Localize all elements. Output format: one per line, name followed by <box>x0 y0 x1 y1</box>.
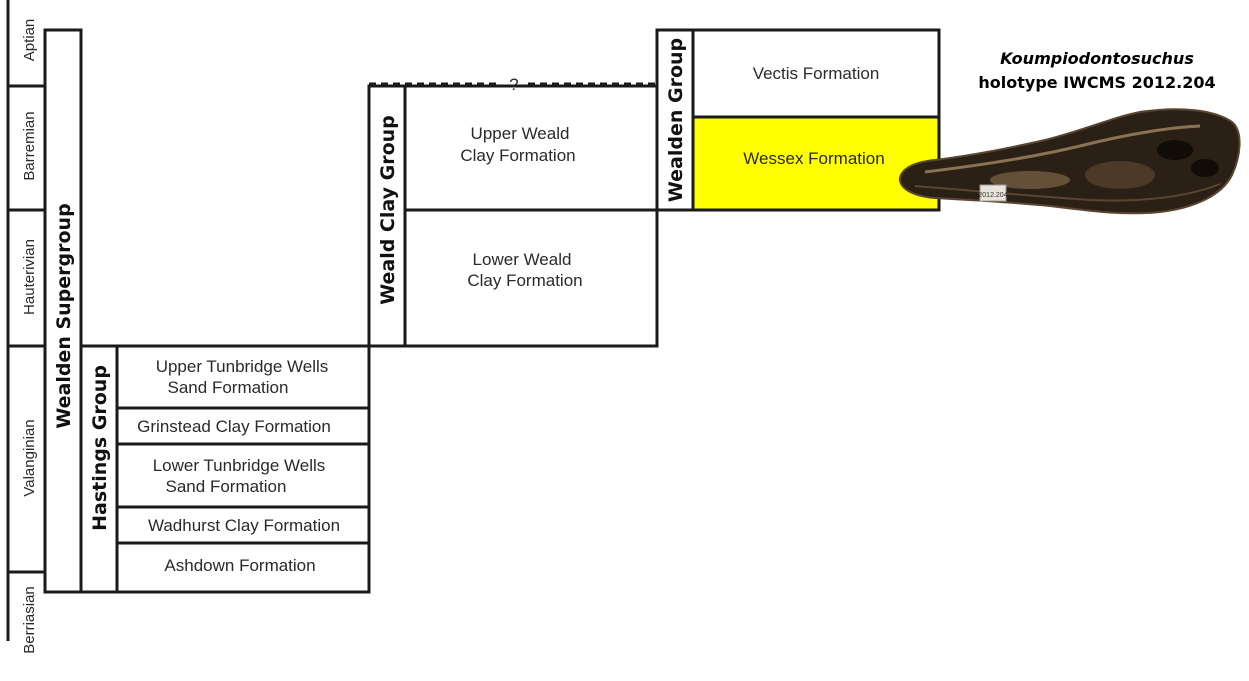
wadhurst-clay-box <box>115 505 371 545</box>
upper-tunbridge-wells-box <box>115 344 371 410</box>
skull-texture <box>990 171 1070 189</box>
ashdown-box <box>115 541 371 594</box>
upper-weald-clay-line1: Upper Weald <box>471 124 570 143</box>
uncertain-marker: ? <box>509 75 518 94</box>
skull-ridge <box>924 124 1201 174</box>
upper-weald-clay-line2: Clay Formation <box>460 146 575 165</box>
wessex-formation-box <box>691 115 941 212</box>
stage-column: Aptian Barremian Hauterivian Valanginian… <box>6 0 45 654</box>
wealden-group-label: Wealden Group <box>665 38 687 202</box>
lower-weald-clay-line2: Clay Formation <box>467 271 582 290</box>
supergroup-label: Wealden Supergroup <box>53 203 75 428</box>
skull-orbit <box>1157 140 1193 160</box>
lower-tunbridge-wells-line2: Sand Formation <box>166 477 287 496</box>
specimen-genus: Koumpiodontosuchus <box>1000 49 1194 68</box>
grinstead-clay-label: Grinstead Clay Formation <box>137 417 331 436</box>
hastings-group-label: Hastings Group <box>89 365 111 531</box>
specimen-label-tag-text: 2012.204 <box>978 192 1007 199</box>
grinstead-clay-box <box>115 406 371 446</box>
upper-tunbridge-wells-line2: Sand Formation <box>168 378 289 397</box>
wessex-formation-label: Wessex Formation <box>743 149 884 168</box>
wealden-group-box <box>655 28 695 212</box>
vectis-formation-box <box>691 28 941 119</box>
stage-label-aptian: Aptian <box>21 19 38 62</box>
upper-tunbridge-wells-line1: Upper Tunbridge Wells <box>156 357 329 376</box>
lower-weald-clay-box <box>403 208 659 348</box>
supergroup-box <box>43 28 83 594</box>
lower-tunbridge-wells-box <box>115 442 371 509</box>
specimen-holotype: holotype IWCMS 2012.204 <box>978 73 1215 92</box>
wadhurst-clay-label: Wadhurst Clay Formation <box>148 516 340 535</box>
fossil-skull-image: 2012.204 <box>898 108 1241 215</box>
skull-jawline <box>914 183 1221 202</box>
ashdown-label: Ashdown Formation <box>164 556 315 575</box>
lower-tunbridge-wells-line1: Lower Tunbridge Wells <box>153 456 326 475</box>
stage-label-barremian: Barremian <box>21 111 38 180</box>
stage-label-hauterivian: Hauterivian <box>21 239 38 315</box>
stage-label-valanginian: Valanginian <box>21 419 38 496</box>
stage-label-berriasian: Berriasian <box>21 586 38 654</box>
skull-texture <box>1085 161 1155 189</box>
specimen-label-tag <box>979 184 1007 202</box>
weald-clay-group-label: Weald Clay Group <box>377 115 399 305</box>
skull-fenestra <box>1191 159 1219 177</box>
vectis-formation-label: Vectis Formation <box>753 64 880 83</box>
lower-weald-clay-line1: Lower Weald <box>473 250 572 269</box>
upper-weald-clay-box <box>403 84 659 212</box>
